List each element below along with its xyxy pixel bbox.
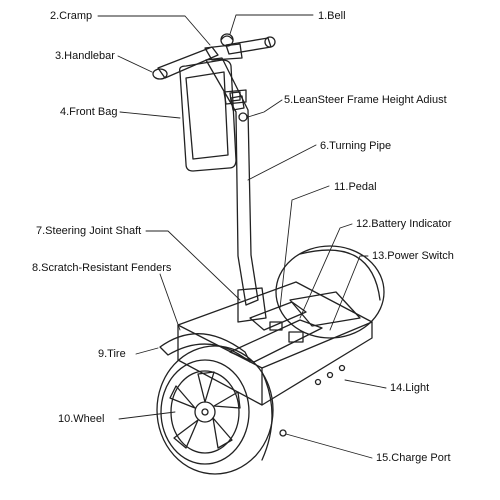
rear-wheel-drawing (275, 245, 385, 339)
label-scratch-resistant-fenders: 8.Scratch-Resistant Fenders (32, 262, 172, 274)
leader-front-bag (119, 111, 181, 119)
leader-lines (97, 14, 387, 459)
leader-wheel (118, 411, 176, 420)
leader-light (344, 379, 387, 389)
leader-leansteer (247, 99, 283, 118)
label-leansteer: 5.LeanSteer Frame Height Adiust (284, 94, 447, 106)
label-steering-joint-shaft: 7.Steering Joint Shaft (36, 225, 142, 237)
label-battery-indicator: 12.Battery Indicator (356, 218, 452, 230)
leader-steering-joint (145, 230, 241, 301)
label-light: 14.Light (390, 382, 430, 394)
label-turning-pipe: 6.Turning Pipe (320, 140, 392, 152)
leader-charge (285, 433, 373, 459)
leader-battery (299, 223, 353, 319)
handlebar-drawing (152, 36, 276, 80)
leader-tire (135, 347, 159, 355)
fender-drawing (159, 333, 251, 363)
label-wheel: 10.Wheel (58, 413, 105, 425)
leader-pedal (279, 185, 330, 309)
leader-cramp (97, 15, 211, 46)
label-pedal: 11.Pedal (334, 181, 377, 193)
label-handlebar: 3.Handlebar (55, 50, 115, 62)
label-power-switch: 13.Power Switch (372, 250, 454, 262)
bell-drawing (220, 33, 234, 47)
steering-column-drawing (205, 57, 267, 323)
leader-power (329, 255, 369, 331)
label-bell: 1.Bell (318, 10, 346, 22)
label-tire: 9.Tire (98, 348, 126, 360)
front-wheel-drawing (156, 345, 274, 475)
leader-turning-pipe (247, 144, 317, 181)
leader-bell (229, 14, 314, 35)
label-front-bag: 4.Front Bag (60, 106, 118, 118)
label-charge-port: 15.Charge Port (376, 452, 451, 464)
leader-fenders (159, 273, 181, 331)
leader-handlebar (117, 55, 153, 73)
label-cramp: 2.Cramp (50, 10, 93, 22)
platform-drawing (177, 281, 373, 437)
